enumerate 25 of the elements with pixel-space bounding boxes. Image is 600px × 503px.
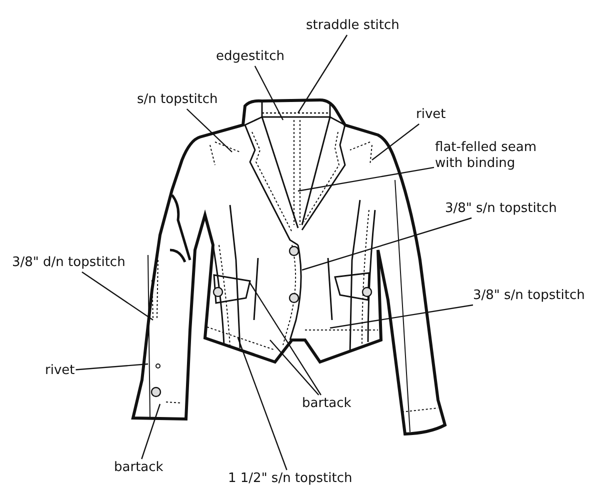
leader-line bbox=[141, 404, 161, 460]
leader-line bbox=[76, 363, 148, 370]
callout-label: rivet bbox=[416, 107, 446, 123]
callout-label: flat-felled seam with binding bbox=[435, 140, 565, 172]
callout-label: 3/8" s/n topstitch bbox=[473, 288, 585, 304]
leader-line bbox=[298, 34, 348, 114]
callout-label: rivet bbox=[45, 363, 75, 379]
leader-line bbox=[302, 217, 472, 271]
callout-label: bartack bbox=[302, 396, 352, 412]
callout-label: 3/8" s/n topstitch bbox=[445, 201, 557, 217]
leader-line bbox=[372, 124, 420, 160]
callout-label: s/n topstitch bbox=[137, 92, 218, 108]
leader-line bbox=[237, 338, 288, 470]
leader-line bbox=[82, 272, 154, 320]
leader-line bbox=[330, 304, 474, 329]
callout-label: edgestitch bbox=[216, 49, 284, 65]
leader-line bbox=[250, 282, 322, 396]
callout-label: bartack bbox=[114, 460, 164, 476]
leader-line bbox=[270, 340, 320, 396]
callout-label: 1 1/2" s/n topstitch bbox=[228, 471, 352, 487]
callout-label: straddle stitch bbox=[306, 18, 400, 34]
leader-line bbox=[298, 166, 434, 192]
callout-label: 3/8" d/n topstitch bbox=[12, 255, 126, 271]
leader-line bbox=[186, 108, 232, 152]
leader-line bbox=[254, 66, 284, 120]
